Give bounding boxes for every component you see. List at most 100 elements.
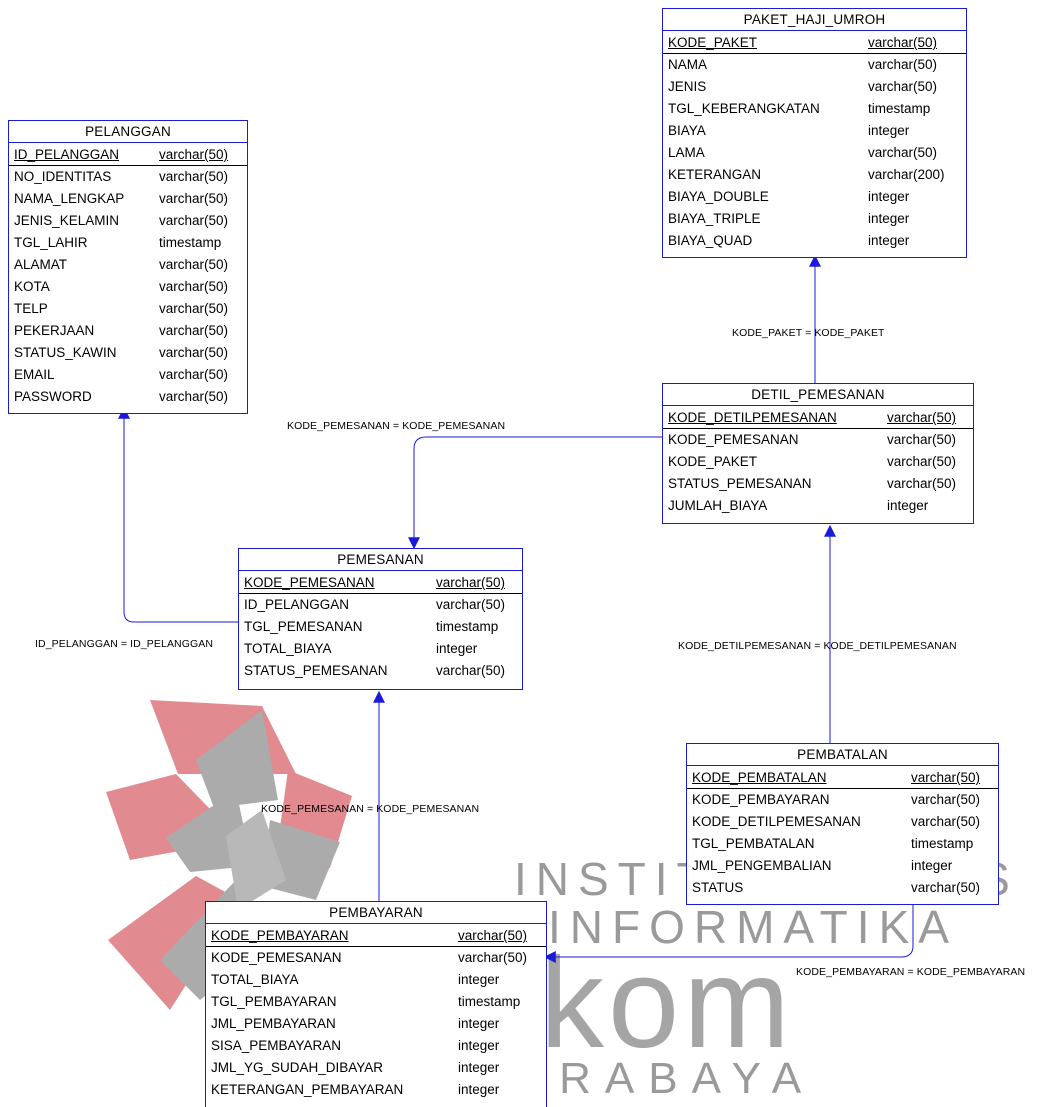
entity-title: PEMBAYARAN	[206, 902, 546, 924]
column-name: KODE_DETILPEMESANAN	[668, 410, 837, 425]
column-name: KODE_PAKET	[668, 454, 758, 469]
column-name: PEKERJAAN	[14, 323, 95, 338]
column-name: BIAYA	[668, 123, 706, 138]
rel-label-id-pelanggan: ID_PELANGGAN = ID_PELANGGAN	[35, 638, 214, 650]
column-name: STATUS_KAWIN	[14, 345, 117, 360]
column-name: JENIS_KELAMIN	[14, 213, 120, 228]
column-row: NO_IDENTITAS varchar(50)	[9, 166, 247, 188]
column-name: SISA_PEMBAYARAN	[211, 1038, 342, 1053]
entity-title: PEMBATALAN	[687, 744, 998, 766]
column-name: PASSWORD	[14, 389, 92, 404]
column-type: varchar(50)	[868, 145, 938, 160]
column-name: KODE_PEMESANAN	[211, 950, 342, 965]
column-type: varchar(50)	[159, 345, 229, 360]
column-name: KOTA	[14, 279, 50, 294]
primary-key-row: ID_PELANGGAN varchar(50)	[9, 144, 247, 166]
column-name: TGL_PEMESANAN	[244, 619, 363, 634]
column-type: varchar(50)	[436, 597, 506, 612]
column-row: LAMA varchar(50)	[663, 142, 966, 164]
column-row: SISA_PEMBAYARAN integer	[206, 1035, 546, 1057]
column-type: integer	[458, 1016, 500, 1031]
column-type: integer	[911, 858, 953, 873]
column-name: BIAYA_TRIPLE	[668, 211, 761, 226]
column-type: varchar(50)	[159, 213, 229, 228]
column-name: ID_PELANGGAN	[14, 147, 120, 162]
column-type: varchar(50)	[159, 257, 229, 272]
column-type: integer	[868, 189, 910, 204]
column-name: NO_IDENTITAS	[14, 169, 112, 184]
column-row: TGL_PEMBATALAN timestamp	[687, 833, 998, 855]
column-type: integer	[458, 1060, 500, 1075]
column-name: KODE_PEMESANAN	[244, 575, 375, 590]
column-type: varchar(50)	[868, 57, 938, 72]
column-name: STATUS_PEMESANAN	[668, 476, 812, 491]
column-row: BIAYA_DOUBLE integer	[663, 186, 966, 208]
logo-gray-petal-top	[196, 710, 278, 808]
column-type: varchar(50)	[159, 169, 229, 184]
logo-gray-petal-center	[226, 810, 286, 910]
column-type: varchar(50)	[159, 147, 229, 162]
column-name: KODE_PEMBAYARAN	[211, 928, 349, 943]
column-type: varchar(50)	[911, 792, 981, 807]
column-name: TELP	[14, 301, 48, 316]
column-row: JML_PENGEMBALIAN integer	[687, 855, 998, 877]
column-type: varchar(50)	[887, 432, 957, 447]
rel-line-kode-pemesanan-detil	[408, 436, 662, 550]
column-type: varchar(50)	[911, 880, 981, 895]
column-name: NAMA	[668, 57, 708, 72]
column-type: varchar(50)	[159, 367, 229, 382]
rel-line-id-pelanggan	[118, 406, 238, 623]
rel-label-kode-detilpemesanan: KODE_DETILPEMESANAN = KODE_DETILPEMESANA…	[678, 640, 957, 652]
column-name: KODE_PEMESANAN	[668, 432, 799, 447]
column-row: NAMA varchar(50)	[663, 54, 966, 76]
column-row: STATUS_KAWIN varchar(50)	[9, 342, 247, 364]
column-type: varchar(50)	[159, 389, 229, 404]
column-type: varchar(50)	[887, 454, 957, 469]
column-name: KETERANGAN_PEMBAYARAN	[211, 1082, 404, 1097]
column-name: JML_YG_SUDAH_DIBAYAR	[211, 1060, 384, 1075]
entity-title: DETIL_PEMESANAN	[663, 384, 973, 406]
column-name: JML_PENGEMBALIAN	[692, 858, 832, 873]
column-name: BIAYA_DOUBLE	[668, 189, 769, 204]
column-name: BIAYA_QUAD	[668, 233, 753, 248]
column-type: varchar(50)	[911, 814, 981, 829]
column-type: timestamp	[911, 836, 974, 851]
column-name: KETERANGAN	[668, 167, 762, 182]
column-name: LAMA	[668, 145, 705, 160]
column-name: TGL_PEMBAYARAN	[211, 994, 337, 1009]
column-name: TGL_PEMBATALAN	[692, 836, 815, 851]
column-type: integer	[458, 1082, 500, 1097]
column-name: JENIS	[668, 79, 707, 94]
column-type: integer	[458, 1038, 500, 1053]
